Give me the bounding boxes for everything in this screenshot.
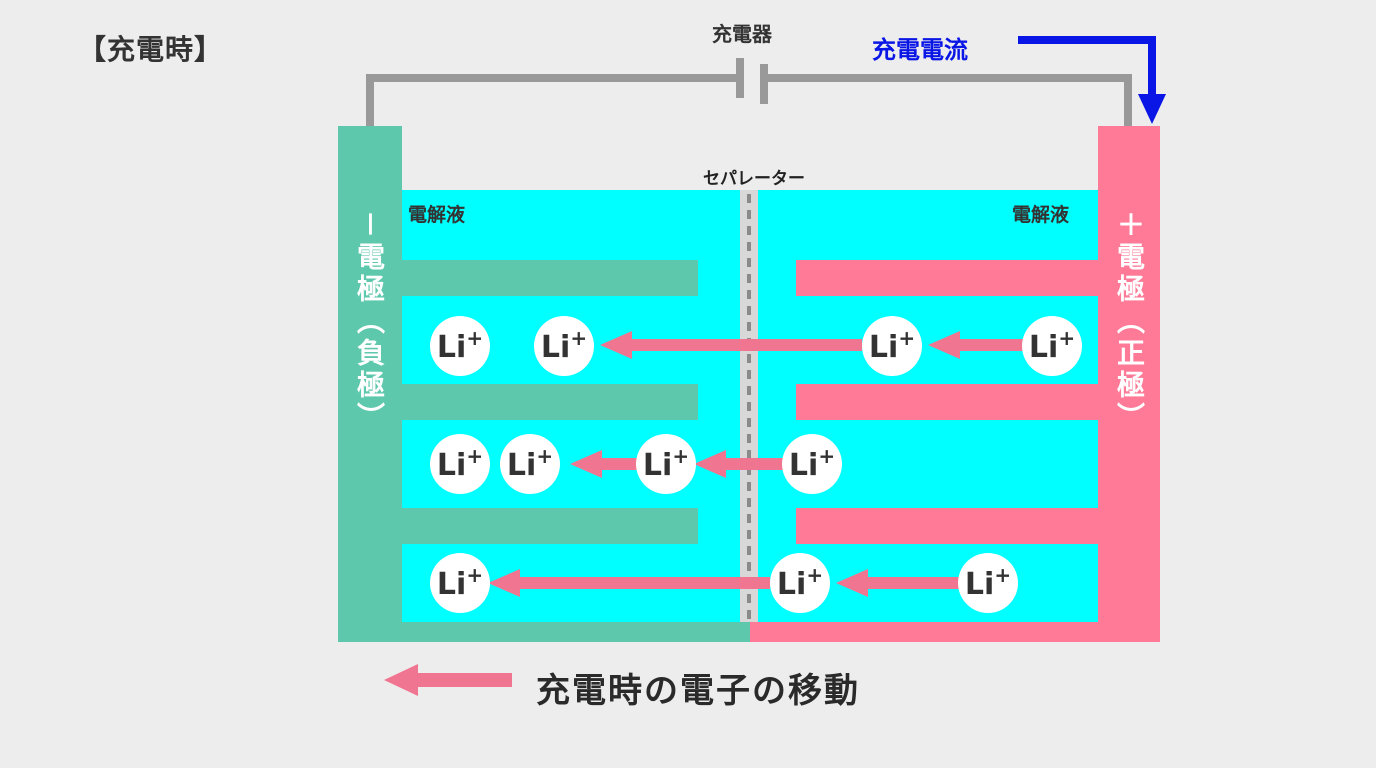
li-ion: Li+ <box>430 316 490 376</box>
electrolyte-label-left: 電解液 <box>408 204 466 226</box>
li-ion: Li+ <box>430 434 490 494</box>
negative-electrode-label: －電極（負極） <box>353 210 386 435</box>
svg-text:Li+: Li+ <box>437 326 483 365</box>
svg-text:Li+: Li+ <box>437 563 483 602</box>
svg-text:Li+: Li+ <box>869 326 915 365</box>
separator <box>740 190 758 622</box>
ion-arrow-row1-long <box>600 331 862 359</box>
legend-arrow <box>384 664 512 696</box>
ion-arrow-row2-b <box>694 450 784 478</box>
ion-arrow-row1-short <box>928 331 1024 359</box>
positive-electrode-label: ＋電極（正極） <box>1113 210 1146 434</box>
positive-electrode <box>750 126 1160 642</box>
lithium-ions: Li+ Li+ Li+ Li+ Li+ Li+ Li+ Li+ Li+ Li+ … <box>430 316 1082 613</box>
svg-text:Li+: Li+ <box>643 444 689 483</box>
charger-label: 充電器 <box>712 22 772 46</box>
li-ion: Li+ <box>770 553 830 613</box>
li-ion: Li+ <box>958 553 1018 613</box>
ion-arrows <box>488 331 1024 597</box>
li-ion: Li+ <box>636 434 696 494</box>
page-title: 【充電時】 <box>78 33 224 66</box>
ion-arrow-row3-long <box>488 569 770 597</box>
electrolyte-label-right: 電解液 <box>1012 204 1070 226</box>
svg-text:Li+: Li+ <box>965 563 1011 602</box>
li-ion: Li+ <box>1022 316 1082 376</box>
negative-electrode <box>338 126 750 642</box>
svg-text:Li+: Li+ <box>541 326 587 365</box>
ion-arrow-row2-a <box>570 450 638 478</box>
separator-label: セパレーター <box>703 169 805 189</box>
svg-text:Li+: Li+ <box>789 444 835 483</box>
charger-wire-right <box>764 74 1132 128</box>
li-ion: Li+ <box>782 434 842 494</box>
li-ion: Li+ <box>534 316 594 376</box>
li-ion: Li+ <box>862 316 922 376</box>
charging-current-arrow <box>1018 36 1166 124</box>
charging-current-label: 充電電流 <box>872 36 968 64</box>
li-ion: Li+ <box>500 434 560 494</box>
svg-text:Li+: Li+ <box>1029 326 1075 365</box>
legend-label: 充電時の電子の移動 <box>536 671 860 711</box>
charger-wire-left <box>366 74 740 128</box>
svg-text:Li+: Li+ <box>777 563 823 602</box>
ion-arrow-row3-short <box>836 569 960 597</box>
svg-text:Li+: Li+ <box>437 444 483 483</box>
li-ion: Li+ <box>430 553 490 613</box>
svg-text:Li+: Li+ <box>507 444 553 483</box>
